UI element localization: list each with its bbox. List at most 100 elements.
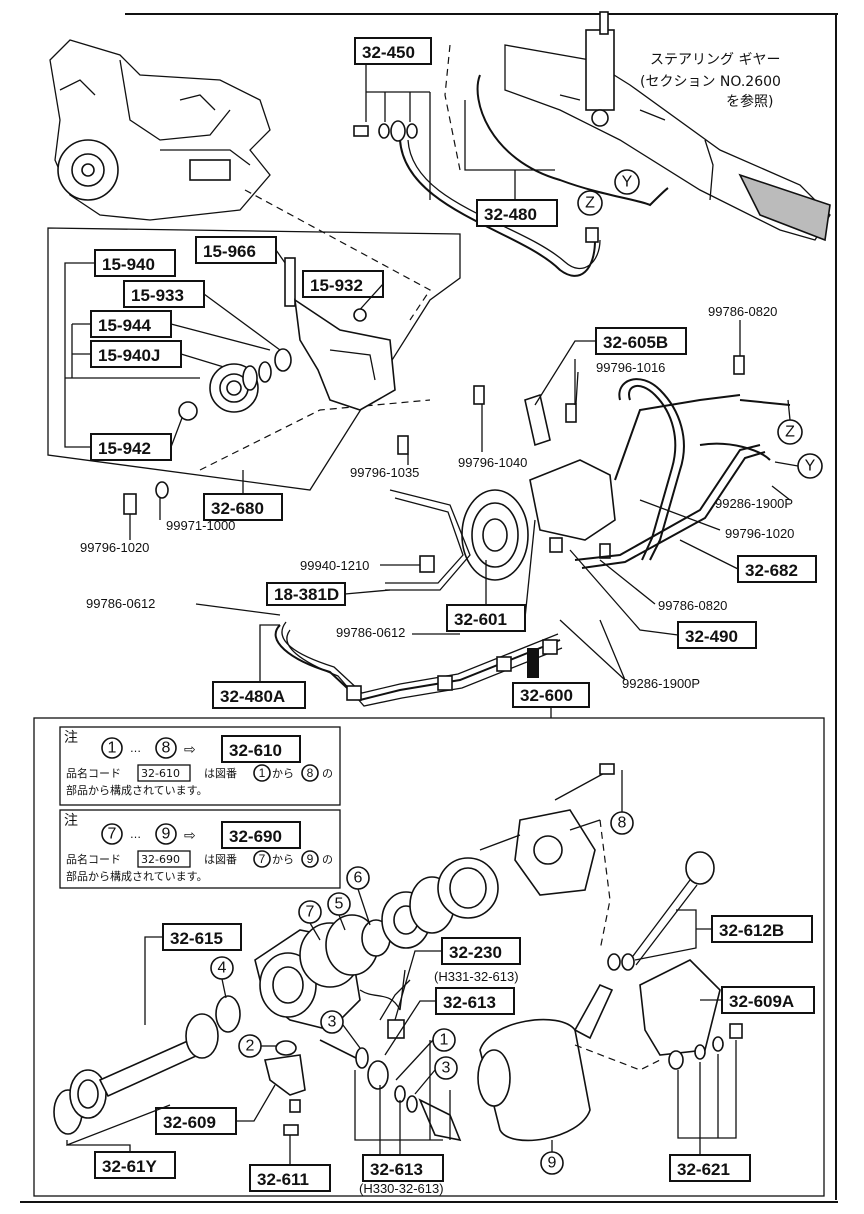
label-text: 32-613	[443, 993, 496, 1012]
callout-num-2: 2	[238, 1034, 262, 1058]
callout-32-621[interactable]: 32-621	[669, 1154, 751, 1182]
bolt-set-32-450	[353, 120, 418, 142]
callout-15-933[interactable]: 15-933	[123, 280, 205, 308]
callout-32-611[interactable]: 32-611	[249, 1164, 331, 1192]
engine-block-drawing	[49, 39, 271, 221]
callout-32-601[interactable]: 32-601	[446, 604, 526, 632]
label-text: 15-933	[131, 286, 184, 305]
pn-99786-0612-left: 99786-0612	[86, 596, 155, 611]
bolt-99796-1020	[123, 493, 137, 515]
callout-num-1: 1	[432, 1028, 456, 1052]
label-text: 15-944	[98, 316, 151, 335]
pn-99796-1016: 99796-1016	[596, 360, 665, 375]
pump-exploded-drawing	[53, 763, 743, 1142]
callout-letter: Y	[805, 458, 816, 475]
callout-15-966[interactable]: 15-966	[195, 236, 277, 264]
note-line2-mid: は図番	[204, 767, 237, 780]
callout-15-942[interactable]: 15-942	[90, 433, 172, 461]
note-line2-kara: から	[272, 767, 294, 780]
pn-99786-0820-bottom: 99786-0820	[658, 598, 727, 613]
callout-letter: Z	[585, 195, 595, 212]
label-text: 32-609	[163, 1113, 216, 1132]
label-text: 18-381D	[274, 585, 339, 604]
callout-num-7: 7	[298, 900, 322, 924]
label-text: 32-450	[362, 43, 415, 62]
callout-number: 9	[548, 1155, 557, 1172]
callout-number: 4	[218, 960, 227, 977]
callout-32-615[interactable]: 32-615	[162, 923, 242, 951]
note-line-3: を参照)	[726, 93, 773, 110]
label-text: 32-611	[257, 1170, 309, 1189]
callout-18-381d[interactable]: 18-381D	[266, 582, 346, 606]
pn-99796-1040: 99796-1040	[458, 455, 527, 470]
callout-15-940[interactable]: 15-940	[94, 249, 176, 277]
callout-number: 8	[618, 815, 627, 832]
label-text: 15-940J	[98, 346, 160, 365]
callout-32-230[interactable]: 32-230	[441, 937, 521, 965]
note-line2-to: 9	[307, 852, 314, 866]
label-text: 32-480A	[220, 687, 285, 706]
callout-y-top: Y	[614, 169, 640, 195]
label-text: 32-600	[520, 686, 573, 705]
pn-99786-0612-mid: 99786-0612	[336, 625, 405, 640]
callout-32-613-lower[interactable]: 32-613	[362, 1154, 444, 1182]
callout-32-613-upper[interactable]: 32-613	[435, 987, 515, 1015]
note-32-690: 注 7 … 9 ⇨ 32-690 品名コード 32-690 は図番 7 から 9…	[59, 809, 341, 889]
callout-32-600[interactable]: 32-600	[512, 682, 590, 708]
note-range-end: 8	[162, 740, 171, 757]
note-line2-pre: 品名コード	[66, 852, 121, 866]
callout-15-932[interactable]: 15-932	[302, 270, 384, 298]
note-32-610: 注 1 … 8 ⇨ 32-610 品名コード 32-610 は図番 1 から 8…	[59, 726, 341, 806]
callout-32-480[interactable]: 32-480	[476, 199, 558, 227]
steering-gear-drawing	[504, 11, 831, 242]
note-prefix: 注	[64, 813, 78, 829]
callout-32-605b[interactable]: 32-605B	[595, 327, 687, 355]
callout-number: 3	[328, 1014, 337, 1031]
pn-99286-1900P-bottom: 99286-1900P	[622, 676, 700, 691]
callout-32-450[interactable]: 32-450	[354, 37, 432, 65]
callout-number: 3	[442, 1060, 451, 1077]
callout-letter: Y	[622, 174, 633, 191]
note-line3: 部品から構成されています。	[66, 869, 208, 883]
hose-upper	[618, 378, 685, 561]
note-target: 32-610	[229, 741, 282, 760]
callout-z-top: Z	[577, 190, 603, 216]
label-text: 32-621	[677, 1160, 730, 1179]
pn-99286-1900P-right: 99286-1900P	[715, 496, 793, 511]
note-target: 32-690	[229, 827, 282, 846]
note-range-dots: …	[130, 742, 141, 755]
note-range-start: 7	[108, 826, 117, 843]
label-text: 15-932	[310, 276, 363, 295]
callout-32-682[interactable]: 32-682	[737, 555, 817, 583]
label-text: 32-615	[170, 929, 223, 948]
note-line2-no: の	[322, 767, 333, 780]
callout-32-61y[interactable]: 32-61Y	[94, 1151, 176, 1179]
note-line2-from: 1	[259, 766, 266, 780]
callout-32-612b[interactable]: 32-612B	[711, 915, 813, 943]
washer-99971-1000	[155, 481, 169, 499]
note-line-2: (セクション NO.2600	[640, 74, 781, 90]
pn-99940-1210: 99940-1210	[300, 558, 369, 573]
note-range-dots: …	[130, 828, 141, 841]
callout-15-940j[interactable]: 15-940J	[90, 340, 182, 368]
note-line2-code: 32-610	[141, 767, 180, 780]
callout-32-490[interactable]: 32-490	[677, 621, 757, 649]
callout-number: 2	[246, 1038, 255, 1055]
callout-32-609a[interactable]: 32-609A	[721, 986, 815, 1014]
callout-32-609[interactable]: 32-609	[155, 1107, 237, 1135]
callout-y-mid: Y	[797, 453, 823, 479]
note-arrow: ⇨	[184, 742, 196, 758]
label-text: 15-940	[102, 255, 155, 274]
label-text: 32-601	[454, 610, 507, 629]
callout-32-680[interactable]: 32-680	[203, 493, 283, 521]
note-range-end: 9	[162, 826, 171, 843]
callout-letter: Z	[785, 424, 795, 441]
callout-32-480a[interactable]: 32-480A	[212, 681, 306, 709]
label-text: 32-480	[484, 205, 537, 224]
callout-15-944[interactable]: 15-944	[90, 310, 172, 338]
callout-num-8: 8	[610, 811, 634, 835]
pn-99796-1020-left: 99796-1020	[80, 540, 149, 555]
label-text: 32-680	[211, 499, 264, 518]
label-text: 15-966	[203, 242, 256, 261]
